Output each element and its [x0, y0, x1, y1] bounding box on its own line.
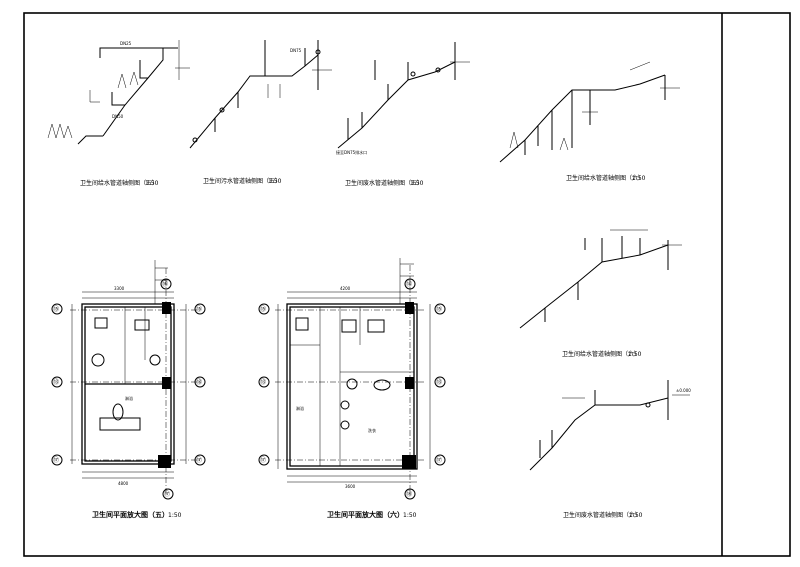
- axis-bubble: [162, 488, 174, 500]
- axis-bubble: [258, 303, 270, 315]
- axis-bubble-label: ⑰: [164, 490, 170, 498]
- axis-bubble: [194, 303, 206, 315]
- iso-drainage-5: DN75: [189, 40, 332, 149]
- plan-5-room-label: 淋浴: [125, 395, 133, 401]
- axis-bubble: [258, 376, 270, 388]
- iso-water-6-mid-scale: 1:50: [628, 351, 642, 358]
- axis-bubble-label: ⑯: [162, 280, 168, 288]
- plan-5-dim-top: 3300: [114, 286, 125, 291]
- axis-bubble: [51, 454, 63, 466]
- iso-waste-5-title: 卫生间废水管道轴侧图（五）: [345, 179, 423, 187]
- axis-bubble-label: ⑱: [406, 490, 412, 498]
- plan-6: 4200 3600 洗衣 淋浴 ⑮ ⑬ ⑰ ⑮ ⑬ ⑰ ⑱ ⑱: [258, 258, 446, 500]
- axis-bubble-label: ⑮: [196, 305, 202, 313]
- plan-6-scale: 1:50: [403, 512, 417, 519]
- axis-bubble-label: ⑬: [196, 378, 202, 386]
- plan-6-room-label: 淋浴: [296, 405, 304, 411]
- plan-5-dim-bottom: 4800: [118, 481, 129, 486]
- plan-6-dim-bottom: 3600: [345, 484, 356, 489]
- axis-bubble: [434, 376, 446, 388]
- iso-waste-5: 接至DN75排水口: [336, 42, 470, 155]
- axis-bubble: [258, 454, 270, 466]
- iso-waste-5-scale: 1:50: [410, 180, 424, 187]
- iso-label-dn: DN25: [120, 41, 132, 46]
- iso-drain-5-scale: 1:50: [268, 178, 282, 185]
- iso-water-6-mid-title: 卫生间给水管道轴侧图（六）: [562, 350, 640, 358]
- axis-bubble-label: ⑮: [53, 305, 59, 313]
- iso-water-supply-6-mid: [519, 229, 682, 329]
- iso-label-dn: DN75: [290, 48, 302, 53]
- axis-bubble: [51, 376, 63, 388]
- iso-water-supply-6-top: [499, 61, 680, 163]
- iso-waste-6-scale: 1:50: [629, 512, 643, 519]
- axis-bubble: [434, 303, 446, 315]
- axis-bubble-label: ⑰: [260, 456, 266, 464]
- axis-bubble: [194, 454, 206, 466]
- axis-bubble: [404, 488, 416, 500]
- axis-bubble-label: ⑬: [260, 378, 266, 386]
- axis-bubble-label: ⑮: [436, 305, 442, 313]
- iso-water-5-scale: 1:50: [145, 180, 159, 187]
- sheet-border: [23, 12, 791, 557]
- iso-waste-6-title: 卫生间废水管道轴侧图（六）: [563, 511, 641, 519]
- plan-5-title: 卫生间平面放大图（五）: [92, 510, 169, 519]
- axis-bubble-label: ⑰: [436, 456, 442, 464]
- iso-label-note: 接至DN75排水口: [336, 149, 367, 155]
- axis-bubble-label: ⑱: [406, 280, 412, 288]
- iso-waste-6: ±0.000: [529, 380, 691, 471]
- iso-label-elev: ±0.000: [676, 388, 691, 393]
- plan-5: 3300 4800 淋浴 ⑮ ⑬ ⑰ ⑮ ⑬ ⑰ ⑯ ⑰: [51, 260, 206, 500]
- iso-label-dn: DN50: [112, 114, 124, 119]
- plan-5-scale: 1:50: [168, 512, 182, 519]
- iso-water-supply-5: DN25 DN50: [47, 40, 190, 145]
- axis-bubble: [194, 376, 206, 388]
- axis-bubble-label: ⑬: [436, 378, 442, 386]
- axis-bubble-label: ⑰: [53, 456, 59, 464]
- axis-bubble: [51, 303, 63, 315]
- iso-water-6-top-scale: 1:50: [632, 175, 646, 182]
- plan-6-room-label: 洗衣: [368, 427, 376, 433]
- iso-drain-5-title: 卫生间污水管道轴侧图（五）: [203, 177, 281, 185]
- iso-water-5-title: 卫生间给水管道轴侧图（五）: [80, 179, 158, 187]
- axis-bubble-label: ⑬: [53, 378, 59, 386]
- axis-bubble: [160, 278, 172, 290]
- plan-6-dim-top: 4200: [340, 286, 351, 291]
- axis-bubble-label: ⑮: [260, 305, 266, 313]
- axis-bubble: [404, 278, 416, 290]
- plan-6-title: 卫生间平面放大图（六）: [327, 510, 404, 519]
- iso-water-6-top-title: 卫生间给水管道轴侧图（六）: [566, 174, 644, 182]
- axis-bubble: [434, 454, 446, 466]
- axis-bubble-label: ⑰: [196, 456, 202, 464]
